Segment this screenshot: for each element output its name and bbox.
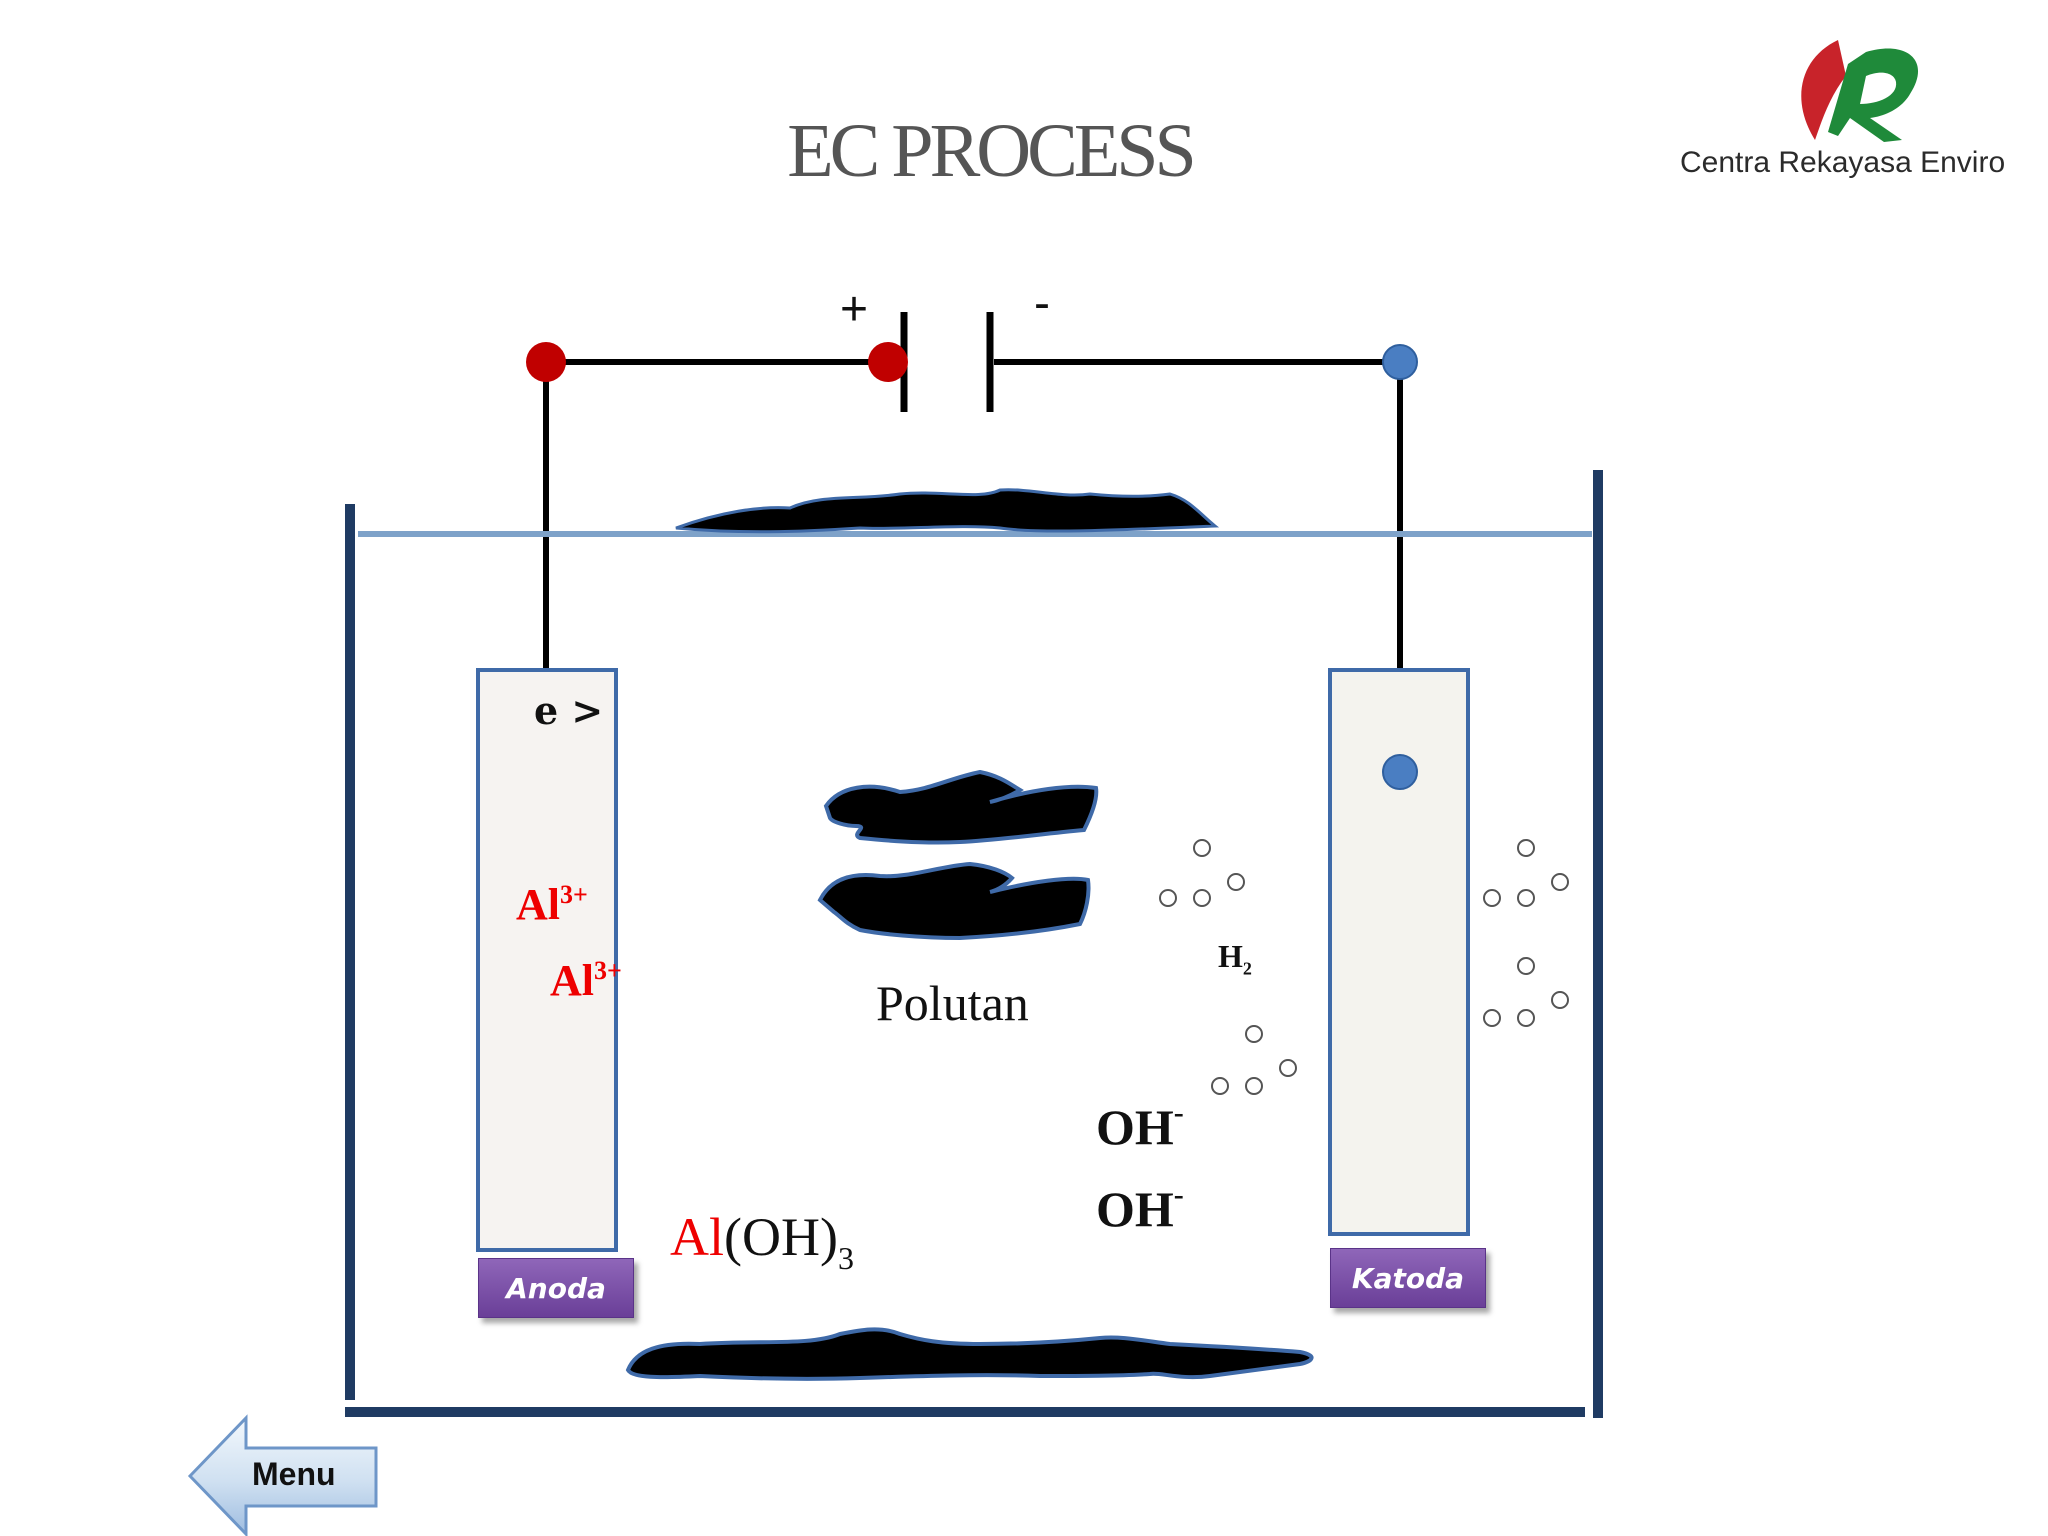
ion-symbol: Al (550, 956, 594, 1005)
ion-charge: 3+ (560, 880, 588, 909)
slide-title: EC PROCESS (787, 109, 1197, 193)
electron-dot (1382, 754, 1418, 790)
negative-terminal (1382, 344, 1418, 380)
menu-arrow-shape (187, 1414, 378, 1536)
pollutant-label: Polutan (876, 975, 1029, 1031)
pollutant-blob (823, 769, 1099, 845)
hydroxide-charge: - (1173, 1096, 1184, 1129)
circuit-wires (543, 359, 1403, 672)
hydroxide-charge: - (1173, 1178, 1184, 1211)
hydroxide-symbol: OH (1096, 1099, 1174, 1155)
battery (900, 312, 994, 412)
hydroxide-symbol: OH (1096, 1181, 1174, 1237)
product-subscript: 3 (837, 1240, 854, 1276)
aluminium-ion-label: Al3+ (516, 882, 588, 927)
aluminium-ion-label: Al3+ (550, 958, 622, 1003)
electron-flow-label: e > (534, 688, 604, 733)
pollutant-blob (817, 861, 1091, 941)
hydroxide-ion-label: OH- (1096, 1178, 1184, 1237)
positive-terminal (526, 342, 566, 382)
ion-charge: 3+ (594, 956, 622, 985)
negative-sign: - (1034, 277, 1050, 330)
ion-symbol: Al (516, 880, 560, 929)
anode-plate (476, 668, 618, 1252)
hydrogen-gas-label: H2 (1218, 940, 1252, 977)
tank (345, 470, 1603, 1418)
gas-symbol: H (1218, 938, 1243, 974)
hydroxide-ion-label: OH- (1096, 1096, 1184, 1155)
product-metal: Al (670, 1207, 724, 1267)
gas-subscript: 2 (1242, 958, 1252, 979)
aluminium-hydroxide-label: Al(OH)3 (670, 1210, 854, 1274)
battery-positive-node (868, 342, 908, 382)
cathode-tag: Katoda (1330, 1248, 1486, 1308)
floating-sludge (675, 488, 1220, 534)
positive-sign: + (840, 283, 869, 336)
menu-button[interactable]: Menu (252, 1456, 336, 1492)
crest-r-icon (1801, 40, 1919, 142)
settled-sludge (625, 1327, 1314, 1381)
anode-tag: Anoda (478, 1258, 634, 1318)
hydrogen-bubbles (1159, 839, 1569, 1095)
logo-text: Centra Rekayasa Enviro (1680, 146, 2006, 179)
product-group: (OH) (724, 1207, 838, 1267)
